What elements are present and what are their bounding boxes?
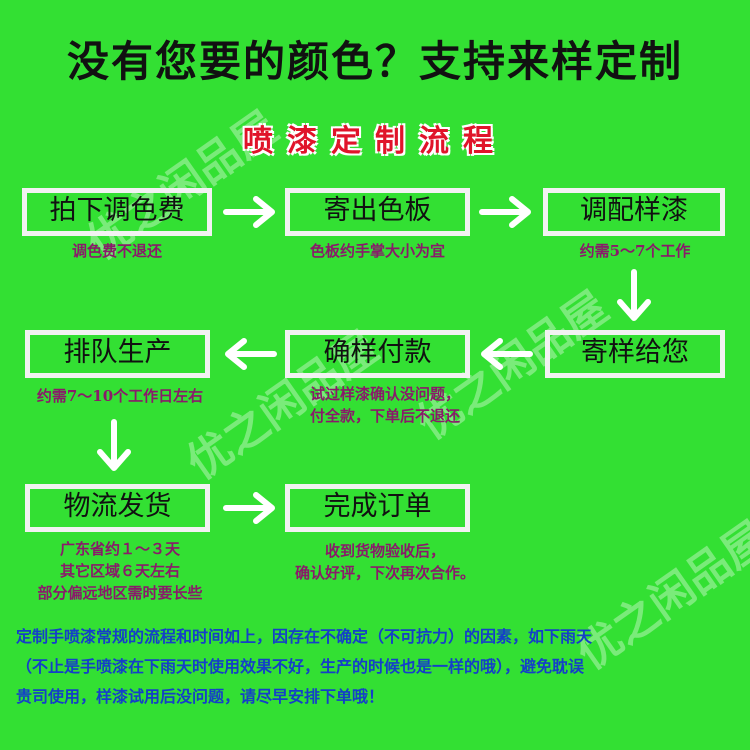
step-logistics-shipping[interactable]: 物流发货 [25,484,210,532]
footer-notice: 定制手喷漆常规的流程和时间如上，因存在不确定（不可抗力）的因素，如下雨天 （不止… [16,627,593,706]
step-send-color-sample-note: 色板约手掌大小为宜 [309,242,445,260]
arrow-down-icon [612,268,656,326]
step-confirm-and-pay-note: 试过样漆确认没问题， 付全款，下单后不退还 [309,385,460,425]
arrow-right-icon [222,490,278,526]
step-pay-color-fee-note: 调色费不退还 [71,242,162,260]
step-queue-production-note: 约需7～10个工作日左右 [36,387,204,405]
step-logistics-shipping-note: 广东省约１～３天 其它区域６天左右 部分偏远地区需时要长些 [37,540,203,602]
process-title: 喷漆定制流程 [243,124,507,159]
arrow-left-icon [222,336,278,372]
arrow-right-icon [222,194,278,230]
step-send-color-sample[interactable]: 寄出色板 [285,188,470,236]
step-mix-sample-paint[interactable]: 调配样漆 [543,188,725,236]
arrow-left-icon [478,336,534,372]
arrow-right-icon [478,194,534,230]
step-mix-sample-paint-note: 约需5～7个工作 [579,242,691,260]
step-pay-color-fee[interactable]: 拍下调色费 [22,188,212,236]
step-confirm-and-pay[interactable]: 确样付款 [285,330,470,378]
step-complete-order[interactable]: 完成订单 [285,484,470,532]
headline: 没有您要的颜色？支持来样定制 [66,37,683,86]
step-complete-order-note: 收到货物验收后， 确认好评，下次再次合作。 [294,542,475,582]
step-ship-sample[interactable]: 寄样给您 [545,330,725,378]
arrow-down-icon [92,418,136,476]
step-queue-production[interactable]: 排队生产 [25,330,210,378]
